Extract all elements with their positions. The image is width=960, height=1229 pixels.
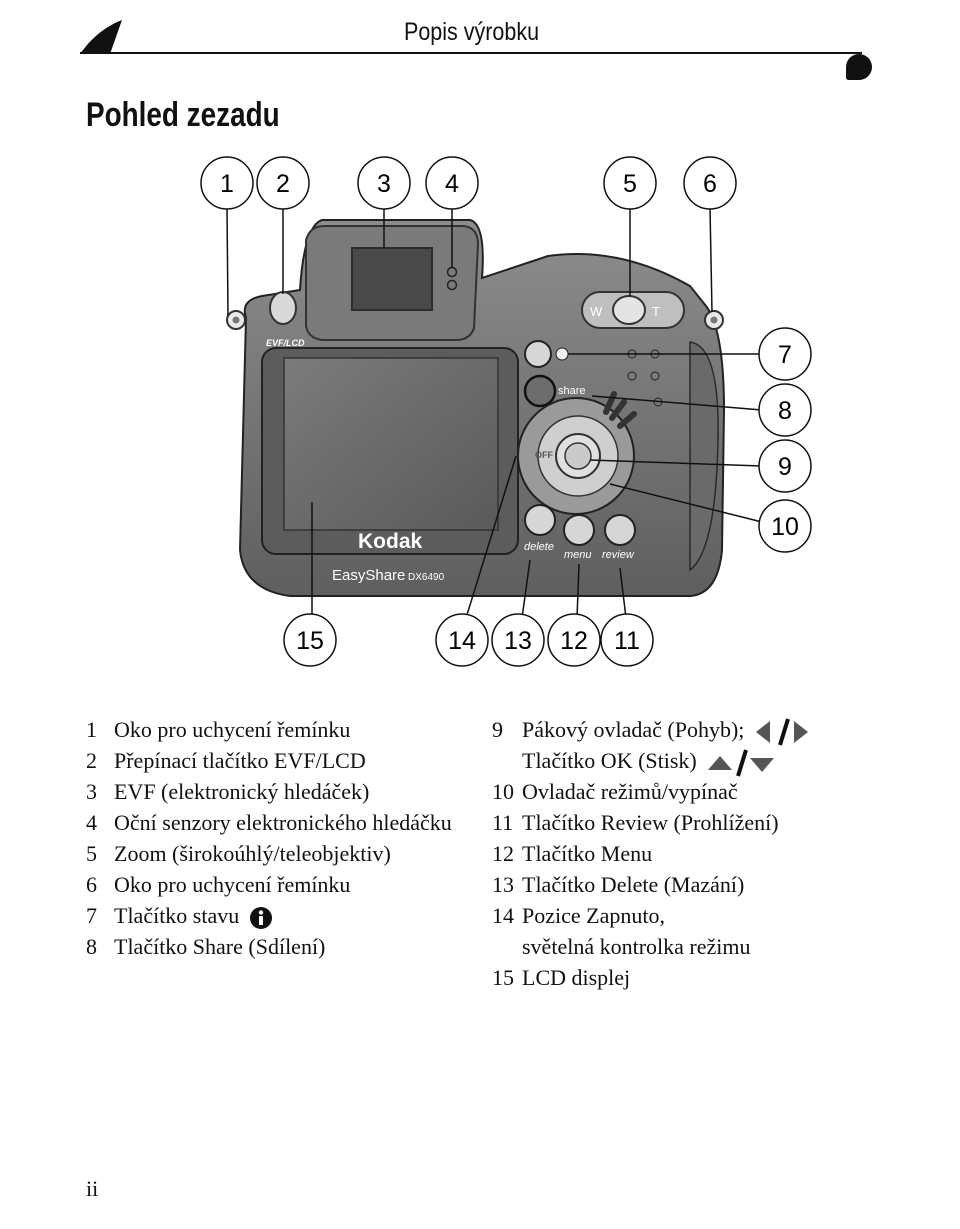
menu-label: menu bbox=[564, 549, 592, 561]
zoom-tele-label: T bbox=[652, 304, 660, 319]
svg-text:1: 1 bbox=[220, 170, 234, 198]
svg-text:7: 7 bbox=[778, 341, 792, 369]
svg-text:3: 3 bbox=[377, 170, 391, 198]
svg-text:12: 12 bbox=[560, 627, 588, 655]
review-label: review bbox=[602, 549, 635, 561]
share-label: share bbox=[558, 385, 586, 397]
header-rule bbox=[80, 52, 862, 54]
joystick-up-down-icon bbox=[708, 749, 775, 777]
evf-lcd-label: EVF/LCD bbox=[266, 338, 305, 348]
callout-3: 3 bbox=[357, 156, 411, 210]
off-label: OFF bbox=[535, 450, 553, 460]
callout-14: 14 bbox=[435, 613, 489, 667]
callout-13: 13 bbox=[491, 613, 545, 667]
legend-item: světelná kontrolka režimu bbox=[522, 934, 751, 959]
callout-7: 7 bbox=[758, 327, 812, 381]
svg-text:4: 4 bbox=[445, 170, 459, 198]
svg-text:2: 2 bbox=[276, 170, 290, 198]
header-title: Popis výrobku bbox=[404, 18, 540, 46]
leader-lines bbox=[226, 207, 763, 619]
model-name-label: EasyShare bbox=[332, 567, 405, 584]
callout-12: 12 bbox=[547, 613, 601, 667]
callout-15: 15 bbox=[283, 613, 337, 667]
joystick-left-right-icon bbox=[755, 718, 808, 746]
header-tab-marker bbox=[846, 54, 872, 80]
camera-rear-view-figure: EVF/LCD Kodak EasyShare DX6490 share del… bbox=[200, 156, 812, 667]
zoom-wide-label: W bbox=[590, 304, 603, 319]
callout-circles: 1 2 3 4 5 6 7 8 9 10 11 12 13 14 15 bbox=[200, 156, 812, 667]
svg-text:11: 11 bbox=[614, 627, 640, 655]
svg-text:15: 15 bbox=[296, 627, 324, 655]
camera-labels: EVF/LCD Kodak EasyShare DX6490 share del… bbox=[266, 304, 660, 584]
header-swoosh-icon bbox=[80, 20, 122, 54]
svg-text:13: 13 bbox=[504, 627, 532, 655]
callout-9: 9 bbox=[758, 439, 812, 493]
legend-item: Tlačítko OK (Stisk) bbox=[492, 745, 892, 777]
model-code-label: DX6490 bbox=[408, 572, 445, 583]
page-heading: Pohled zezadu bbox=[86, 96, 280, 134]
callout-4: 4 bbox=[425, 156, 479, 210]
callout-11: 11 bbox=[600, 613, 654, 667]
callout-5: 5 bbox=[603, 156, 657, 210]
brand-label: Kodak bbox=[358, 530, 423, 553]
page-number: ii bbox=[86, 1176, 99, 1201]
camera-body bbox=[226, 219, 726, 597]
callout-6: 6 bbox=[683, 156, 737, 210]
svg-text:9: 9 bbox=[778, 453, 792, 481]
svg-text:10: 10 bbox=[771, 513, 799, 541]
info-icon bbox=[249, 906, 272, 929]
callout-2: 2 bbox=[256, 156, 310, 210]
callout-10: 10 bbox=[758, 499, 812, 553]
svg-text:5: 5 bbox=[623, 170, 637, 198]
svg-text:14: 14 bbox=[448, 627, 476, 655]
svg-text:8: 8 bbox=[778, 397, 792, 425]
callout-8: 8 bbox=[758, 383, 812, 437]
svg-text:6: 6 bbox=[703, 170, 717, 198]
delete-label: delete bbox=[524, 541, 554, 553]
callout-1: 1 bbox=[200, 156, 254, 210]
